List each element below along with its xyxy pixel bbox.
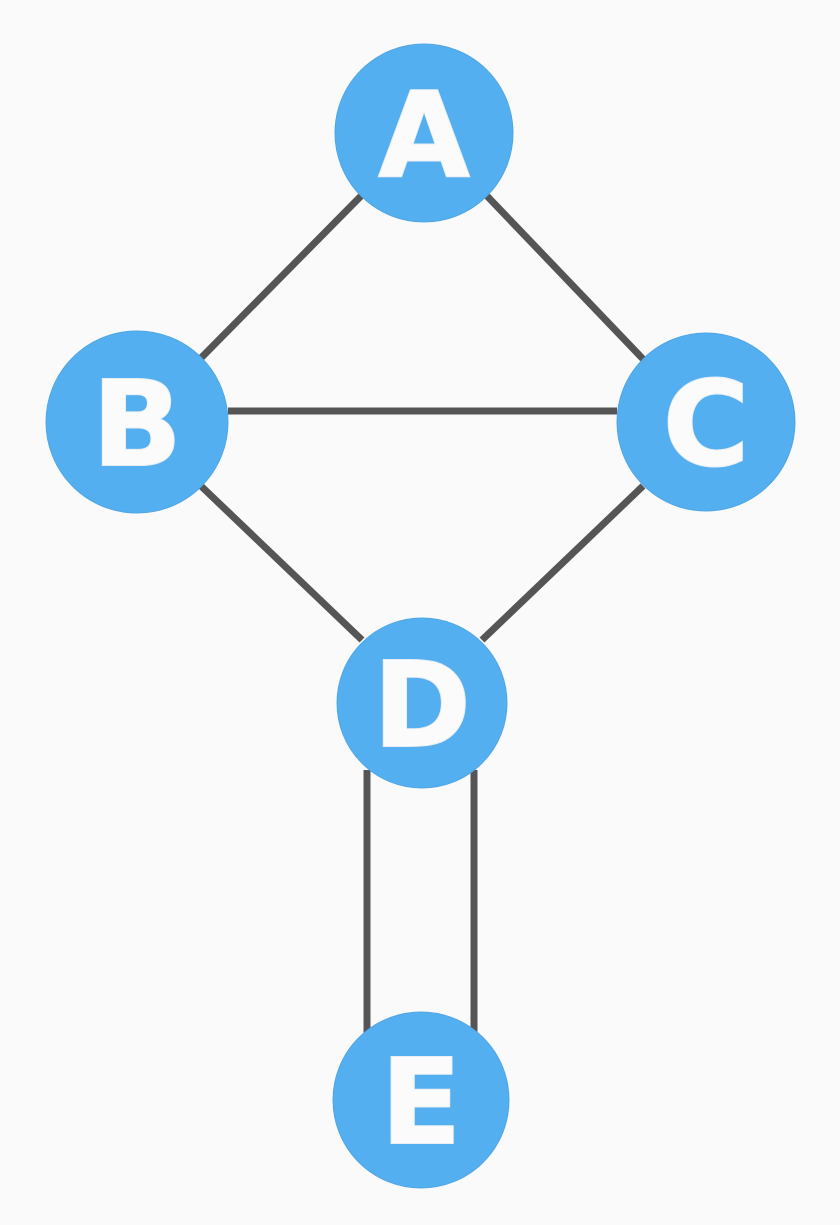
- node-a-label: A: [378, 66, 469, 204]
- graph-node-e[interactable]: E: [332, 1011, 510, 1189]
- graph-node-a[interactable]: A: [334, 43, 514, 223]
- graph-node-c[interactable]: C: [616, 332, 796, 512]
- edge-a-c[interactable]: [484, 193, 646, 362]
- graph-node-d[interactable]: D: [336, 617, 508, 789]
- graph-node-b[interactable]: B: [45, 330, 229, 514]
- node-c-label: C: [663, 355, 750, 493]
- edge-c-d[interactable]: [479, 483, 646, 643]
- edge-b-d[interactable]: [198, 483, 365, 643]
- node-c-circle[interactable]: [616, 332, 796, 512]
- edge-a-b[interactable]: [198, 193, 364, 361]
- node-d-label: D: [373, 636, 471, 774]
- node-e-label: E: [381, 1033, 462, 1171]
- node-b-circle[interactable]: [45, 330, 229, 514]
- node-a-circle[interactable]: [334, 43, 514, 223]
- node-e-circle[interactable]: [332, 1011, 510, 1189]
- node-layer: A B C D E: [45, 43, 796, 1189]
- node-b-label: B: [92, 355, 182, 493]
- edge-layer: [198, 193, 646, 1040]
- node-d-circle[interactable]: [336, 617, 508, 789]
